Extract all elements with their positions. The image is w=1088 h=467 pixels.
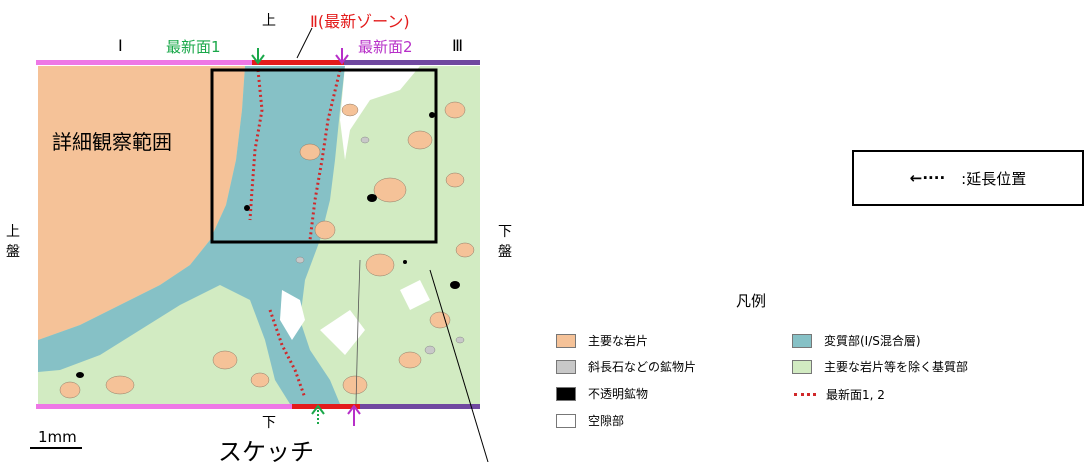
newest-surface-2-bottom-arrow (347, 404, 361, 426)
void-area (320, 310, 365, 355)
mineral-fragment-swatch (556, 359, 576, 374)
newest-surface-lower-line (268, 309, 307, 399)
zone-iii-bottom-bar (360, 404, 480, 409)
alteration-swatch (792, 333, 812, 348)
opaque-mineral-swatch (556, 386, 576, 401)
matrix-swatch (792, 359, 812, 374)
opaque-mineral-group (76, 112, 460, 378)
zone-i-top-bar (36, 60, 252, 65)
newest-surface-1-arrow (251, 48, 265, 65)
extension-leader (429, 269, 489, 462)
boundary-line (355, 259, 361, 405)
legend-title: 凡例 (736, 292, 767, 310)
legend-label: 主要な岩片等を除く基質部 (824, 360, 969, 374)
upper-plate-label: 上盤 (6, 224, 20, 260)
void-swatch (556, 413, 576, 428)
detail-area-box (210, 68, 438, 244)
zone-ii-leader (296, 27, 313, 59)
zone-i-label: Ⅰ (118, 36, 123, 55)
top-label: 上 (262, 13, 276, 29)
legend-item-rock-fragment: 主要な岩片 (556, 332, 648, 349)
void-area (340, 66, 420, 160)
zone-iii-label: Ⅲ (452, 36, 464, 55)
newest-surface-2-arrow (335, 48, 349, 65)
legend-label: 空隙部 (588, 414, 625, 428)
alteration-zone (38, 66, 345, 404)
rock-fragment-swatch (556, 333, 576, 348)
void-area (400, 280, 430, 310)
zone-ii-label: Ⅱ(最新ゾーン) (310, 12, 410, 31)
legend-label: 不透明鉱物 (588, 387, 649, 401)
zone-ii-bottom-bar (292, 404, 360, 409)
sketch-title: スケッチ (218, 438, 314, 466)
detail-area-label: 詳細観察範囲 (52, 130, 172, 154)
zone-ii-top-bar (252, 60, 344, 65)
legend-label: 最新面1, 2 (826, 388, 885, 402)
legend-item-void: 空隙部 (556, 412, 624, 429)
lower-plate-label: 下盤 (498, 224, 512, 260)
zone-i-bottom-bar (36, 404, 292, 409)
legend-label: 主要な岩片 (588, 334, 649, 348)
legend-label: 変質部(I/S混合層) (824, 334, 921, 348)
newest-surface-line-icon (794, 393, 816, 396)
newest-surface-2-line (308, 69, 342, 241)
legend-item-newest-surface: 最新面1, 2 (794, 386, 885, 403)
newest-surface-1-line (248, 69, 264, 221)
extension-text: :延長位置 (961, 169, 1027, 188)
bottom-label: 下 (262, 415, 276, 431)
newest-surface-2-label: 最新面2 (358, 38, 413, 56)
zone-iii-top-bar (344, 60, 480, 65)
extension-arrow-icon: ←···· (909, 169, 946, 187)
rock-fragment-group (59, 101, 475, 399)
legend-item-alteration: 変質部(I/S混合層) (792, 332, 921, 349)
scale-label: 1mm (38, 428, 77, 446)
mineral-fragment-group (295, 136, 465, 355)
legend-label: 斜長石などの鉱物片 (588, 360, 697, 374)
extension-box: ←···· :延長位置 (852, 150, 1084, 206)
newest-surface-1-label: 最新面1 (166, 38, 221, 56)
legend-item-matrix: 主要な岩片等を除く基質部 (792, 358, 968, 375)
legend-item-opaque-mineral: 不透明鉱物 (556, 385, 648, 402)
large-rock-fragment (38, 66, 245, 340)
legend-item-mineral-fragment: 斜長石などの鉱物片 (556, 358, 696, 375)
newest-surface-1-bottom-arrow (311, 404, 325, 424)
void-area (280, 290, 305, 340)
